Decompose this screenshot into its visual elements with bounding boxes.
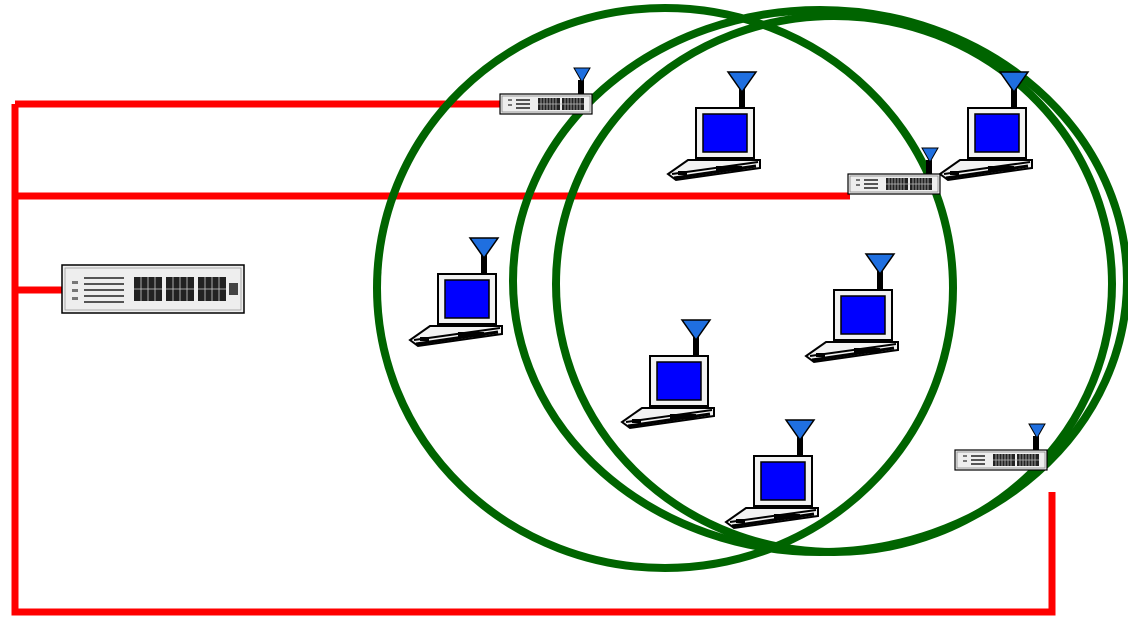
laptop-icon-4 [804,252,900,364]
core-switch-icon [61,264,245,314]
laptop-icon-5 [620,318,716,430]
coverage-rings [373,4,1128,572]
laptop-icon-1 [666,70,762,182]
laptop-icon-3 [408,236,504,348]
access-point-icon-3 [954,423,1048,471]
coverage-ring-3 [552,12,1116,556]
wired-links [11,100,1056,616]
access-point-icon-2 [847,147,941,195]
laptop-icon-6 [724,418,820,530]
coverage-ring-1 [373,4,957,572]
access-point-icon-1 [499,67,593,115]
wired-link-1 [11,104,1056,616]
